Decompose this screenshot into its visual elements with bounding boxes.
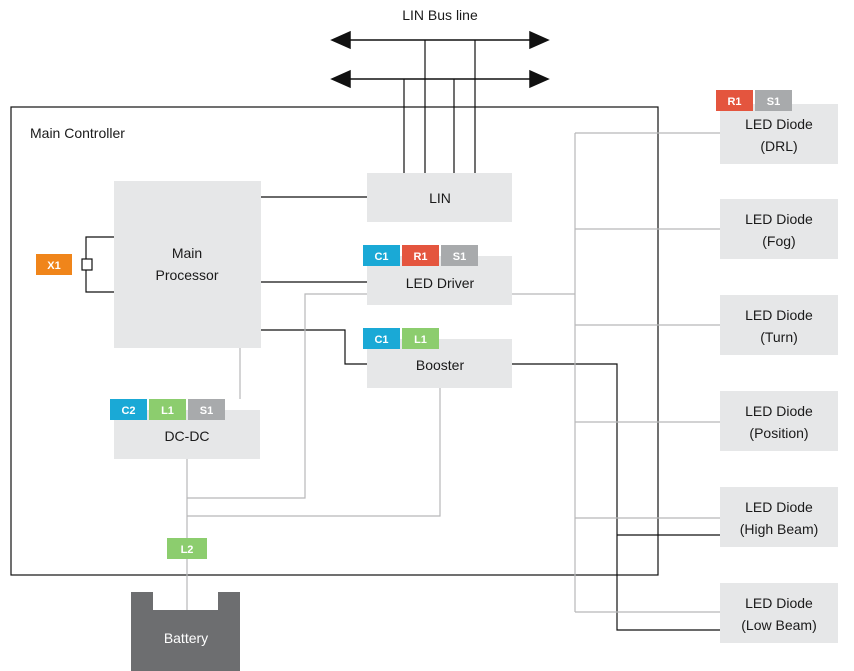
badge-c2: C2 <box>121 405 135 417</box>
badge-l1: L1 <box>414 334 427 346</box>
lin-block <box>367 173 512 222</box>
badge-s1: S1 <box>767 96 780 108</box>
led-diode-fog-line1: LED Diode <box>745 211 813 227</box>
drl-badges: R1 S1 <box>716 90 792 111</box>
badge-l2-label: L2 <box>181 544 194 556</box>
battery-block: Battery <box>131 592 240 671</box>
lin-bus-label: LIN Bus line <box>402 7 478 23</box>
badge-x1: X1 <box>36 254 72 275</box>
light-wires <box>186 132 720 613</box>
badge-r1: R1 <box>413 251 427 263</box>
booster-label: Booster <box>416 357 465 373</box>
main-processor-block <box>114 181 261 348</box>
led-driver-badges: C1 R1 S1 <box>363 245 478 266</box>
led-diode-drl: LED Diode (DRL) <box>720 104 838 164</box>
battery-label: Battery <box>164 630 208 646</box>
led-diode-drl-line2: (DRL) <box>760 138 797 154</box>
lin-bus-lines <box>330 30 550 89</box>
badge-x1-label: X1 <box>47 260 60 272</box>
led-diode-drl-line1: LED Diode <box>745 116 813 132</box>
badge-s1: S1 <box>200 405 213 417</box>
badge-r1: R1 <box>727 96 741 108</box>
led-diode-low-beam: LED Diode (Low Beam) <box>720 583 838 643</box>
booster-badges: C1 L1 <box>363 328 439 349</box>
dcdc-badges: C2 L1 S1 <box>110 399 225 420</box>
badge-s1: S1 <box>453 251 466 263</box>
led-diode-position-line2: (Position) <box>749 425 808 441</box>
dcdc-label: DC-DC <box>164 428 209 444</box>
main-processor-label-line1: Main <box>172 245 202 261</box>
led-diode-fog: LED Diode (Fog) <box>720 199 838 259</box>
main-controller-boundary <box>10 106 659 576</box>
led-diode-turn-line1: LED Diode <box>745 307 813 323</box>
led-diode-high-beam-line1: LED Diode <box>745 499 813 515</box>
led-diode-high-beam-line2: (High Beam) <box>740 521 819 537</box>
badge-c1: C1 <box>374 251 388 263</box>
led-diode-low-beam-line2: (Low Beam) <box>741 617 816 633</box>
badge-l2: L2 <box>167 538 207 559</box>
led-diode-position-line1: LED Diode <box>745 403 813 419</box>
dark-wires <box>81 40 720 631</box>
led-diode-position: LED Diode (Position) <box>720 391 838 451</box>
led-diode-turn-line2: (Turn) <box>760 329 798 345</box>
main-controller-label: Main Controller <box>30 125 125 141</box>
led-diode-high-beam: LED Diode (High Beam) <box>720 487 838 547</box>
led-diode-turn: LED Diode (Turn) <box>720 295 838 355</box>
main-processor-label-line2: Processor <box>155 267 218 283</box>
badge-c1: C1 <box>374 334 388 346</box>
led-diode-fog-line2: (Fog) <box>762 233 795 249</box>
badge-l1: L1 <box>161 405 174 417</box>
led-driver-label: LED Driver <box>406 275 475 291</box>
lin-label: LIN <box>429 190 451 206</box>
led-diode-low-beam-line1: LED Diode <box>745 595 813 611</box>
